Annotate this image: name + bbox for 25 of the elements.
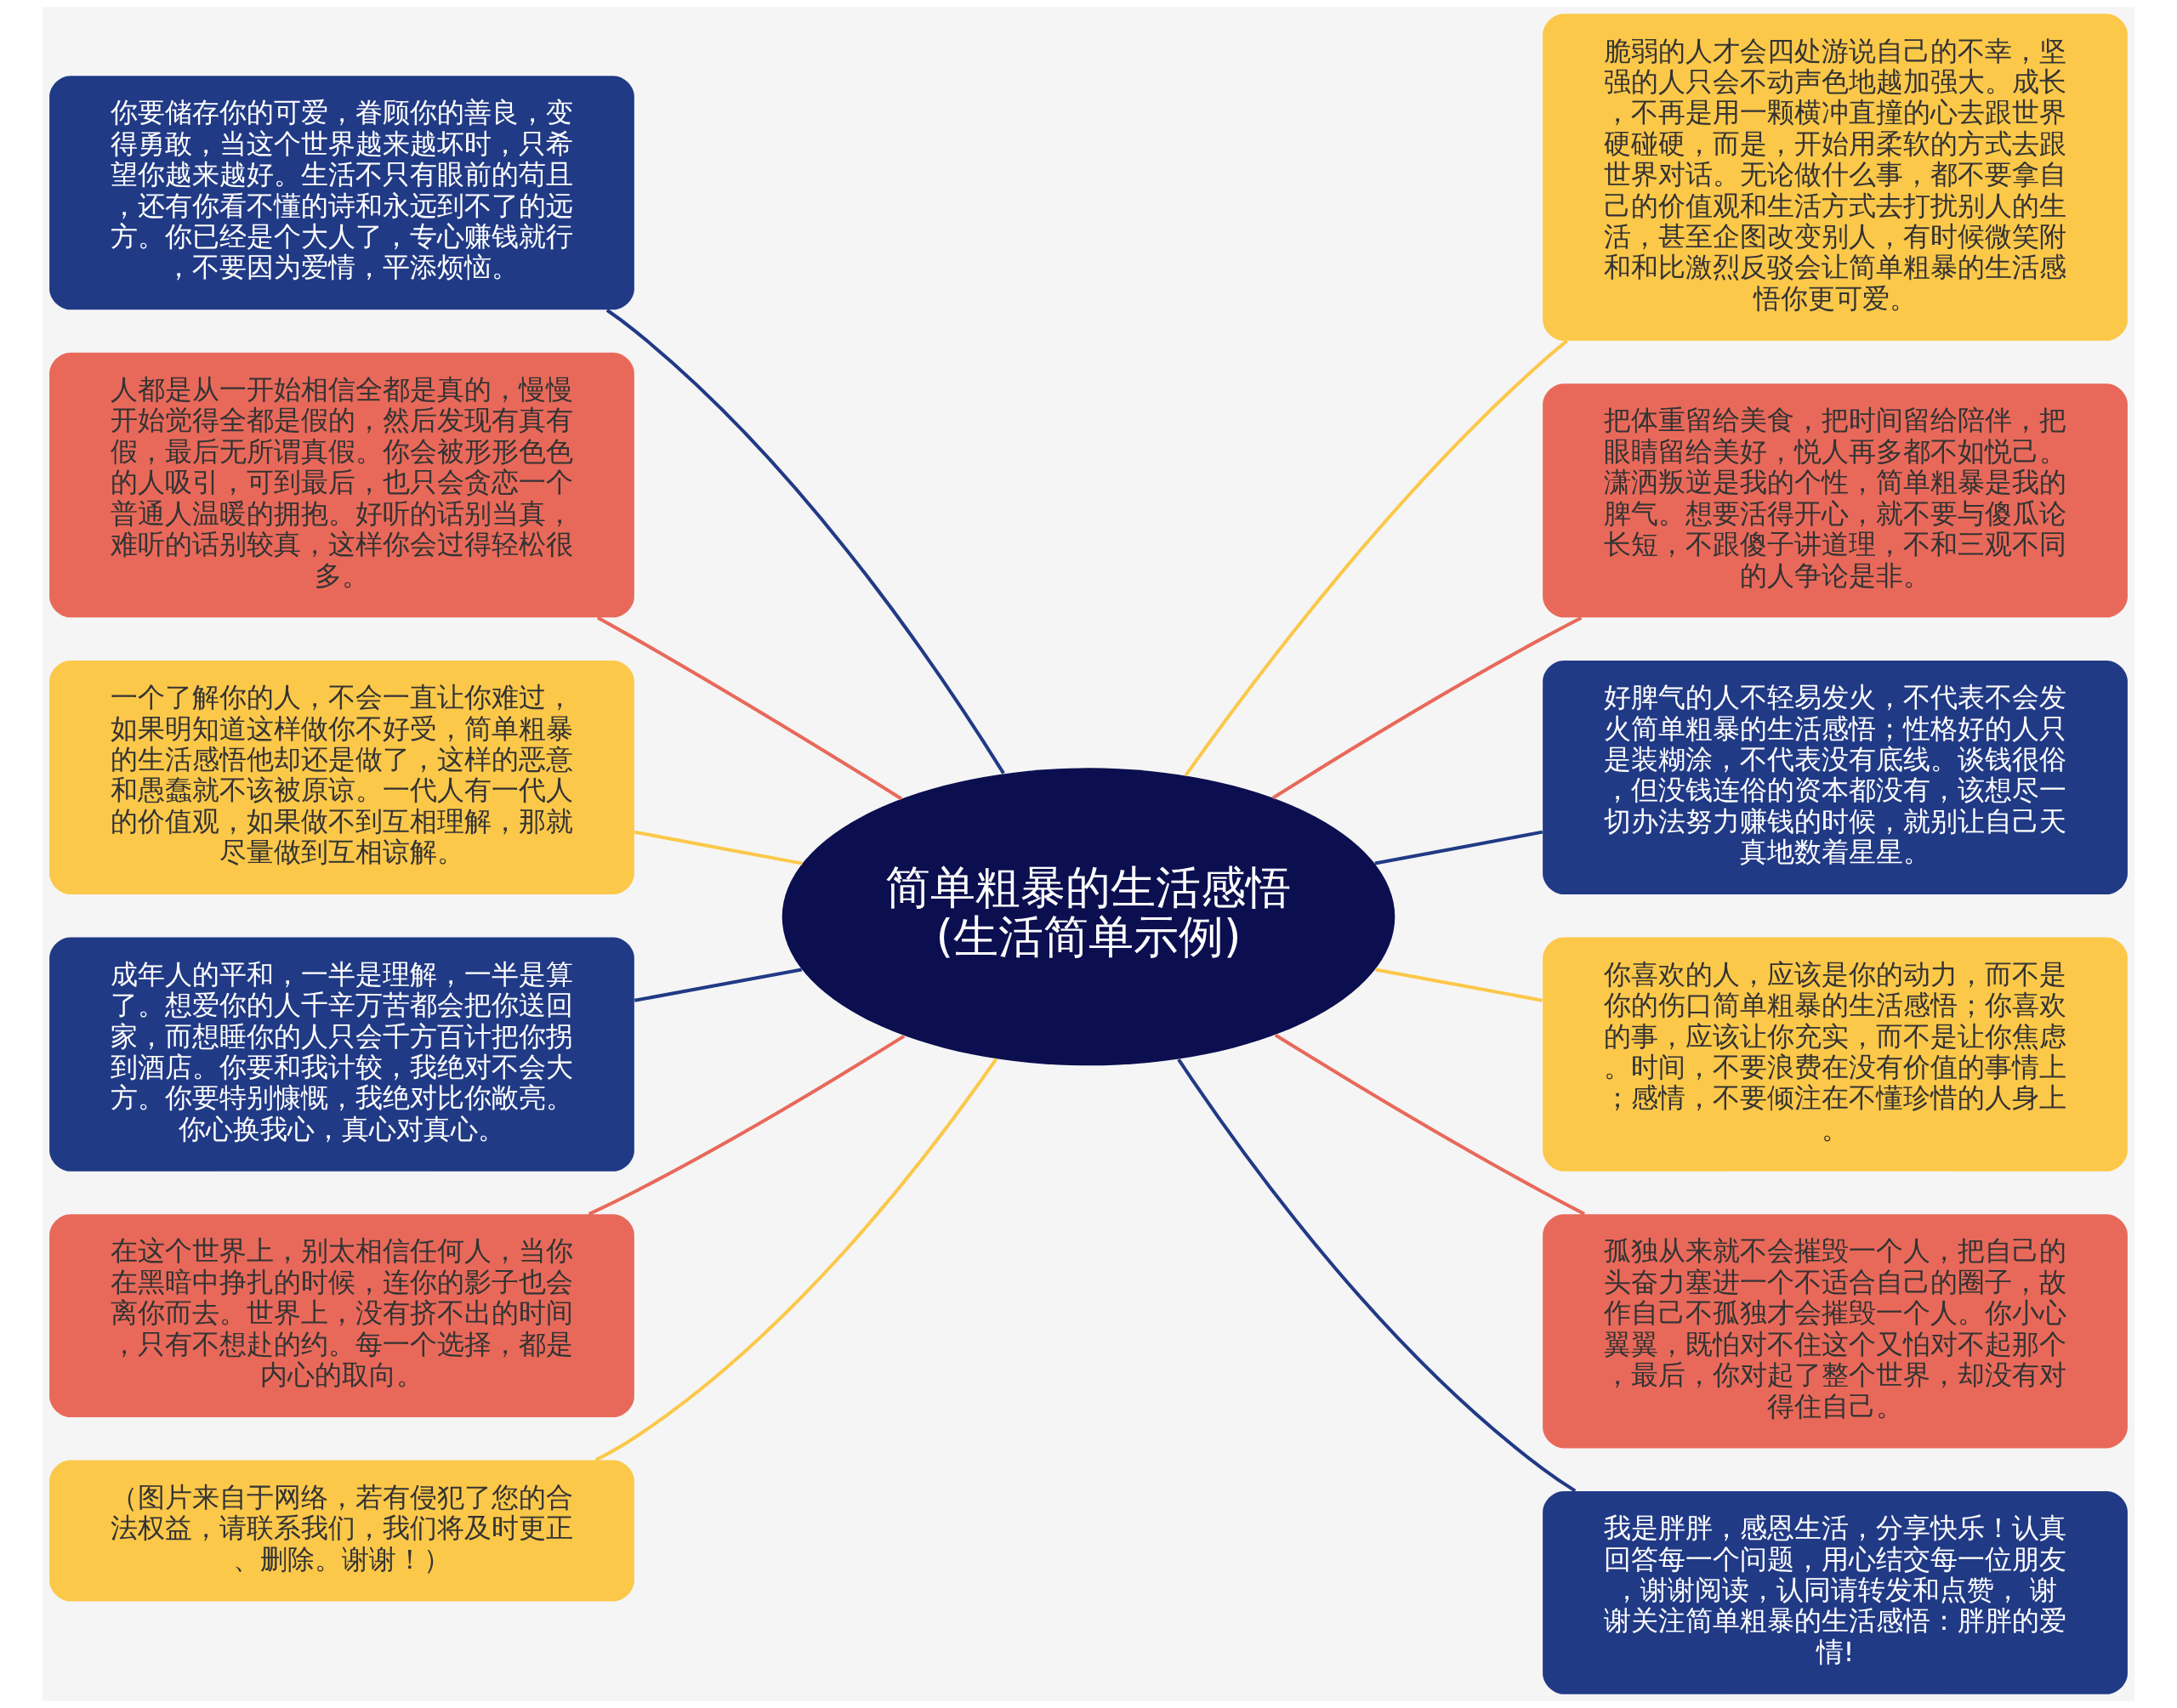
- node-box: 脆弱的人才会四处游说自己的不幸，坚强的人只会不动声色地越加强大。成长，不再是用一颗横冲直撞的心去跟世界硬碰硬，而是，开始用柔软的方式去跟世界对话。无论做什么事，都不要拿自己的价值观和生活方式去打扰别人的生活，甚至企图改变别人，有时候微笑附和和比激烈反驳会让简单粗暴的生活感悟你更可爱。: [1543, 14, 2128, 341]
- connector: [1274, 1033, 1586, 1216]
- connector: [1184, 339, 1568, 777]
- node-box: 你喜欢的人，应该是你的动力，而不是你的伤口简单粗暴的生活感悟；你喜欢的事，应该让你充实，而不是让你焦虑。时间，不要浪费在没有价值的事情上；感情，不要倾注在不懂珍惜的人身上。: [1543, 937, 2128, 1172]
- node-box: 孤独从来就不会摧毁一个人，把自己的头奋力塞进一个不适合自己的圈子，故作自己不孤独才会摧毁一个人。你小心翼翼，既怕对不住这个又怕对不起那个，最后，你对起了整个世界，却没有对得住自己。: [1543, 1214, 2128, 1449]
- connector: [1177, 1058, 1577, 1493]
- node-box: 一个了解你的人，不会一直让你难过，如果明知道这样做你不好受，简单粗暴的生活感悟他却还是做了，这样的恶意和愚蠢就不该被原谅。一代人有一代人的价值观，如果做不到互相理解，那就尽量做到互相谅解。: [49, 660, 634, 895]
- node-box: 我是胖胖，感恩生活，分享快乐！认真回答每一个问题，用心结交每一位朋友，谢谢阅读，认同请转发和点赞， 谢谢关注简单粗暴的生活感悟：胖胖的爱情!: [1543, 1490, 2128, 1694]
- node-box: 好脾气的人不轻易发火，不代表不会发火简单粗暴的生活感悟；性格好的人只是装糊涂，不代表没有底线。谈钱很俗，但没钱连俗的资本都没有，该想尽一切办法努力赚钱的时候，就别让自己天真地数着星星。: [1543, 660, 2128, 895]
- connector: [605, 309, 1005, 775]
- connector: [634, 830, 803, 865]
- connector: [594, 1058, 998, 1462]
- node-box: （图片来自于网络，若有侵犯了您的合法权益，请联系我们，我们将及时更正、删除。谢谢！）: [49, 1460, 634, 1602]
- connector: [1271, 616, 1583, 800]
- node-box: 人都是从一开始相信全都是真的，慢慢开始觉得全都是假的，然后发现有真有假，最后无所谓真假。你会被形形色色的人吸引，可到最后，也只会贪恋一个普通人温暖的拥抱。好听的话别当真，难听的话别较真，这样你会过得轻松很多。: [49, 352, 634, 618]
- node-box: 把体重留给美食，把时间留给陪伴，把眼睛留给美好，悦人再多都不如悦己。潇洒叛逆是我的个性，简单粗暴是我的脾气。想要活得开心，就不要与傻瓜论长短，不跟傻子讲道理，不和三观不同的人争论是非。: [1543, 383, 2128, 618]
- connector: [588, 1034, 906, 1217]
- connector: [1375, 967, 1543, 1002]
- connector: [596, 616, 902, 801]
- connector: [634, 967, 803, 1002]
- connector: [1374, 830, 1543, 865]
- node-box: 你要储存你的可爱，眷顾你的善良，变得勇敢，当这个世界越来越坏时，只希望你越来越好。生活不只有眼前的苟且，还有你看不懂的诗和永远到不了的远方。你已经是个大人了，专心赚钱就行，不要因为爱情，平添烦恼。: [49, 76, 634, 310]
- node-ellipse: 简单粗暴的生活感悟(生活简单示例): [782, 768, 1395, 1066]
- node-box: 在这个世界上，别太相信任何人，当你在黑暗中挣扎的时候，连你的影子也会离你而去。世界上，没有挤不出的时间，只有不想赴的约。每一个选择，都是内心的取向。: [49, 1214, 634, 1417]
- node-box: 成年人的平和，一半是理解，一半是算了。想爱你的人千辛万苦都会把你送回家，而想睡你的人只会千方百计把你拐到酒店。你要和我计较，我绝对不会大方。你要特别慷慨，我绝对比你敞亮。你心换我心，真心对真心。: [49, 937, 634, 1172]
